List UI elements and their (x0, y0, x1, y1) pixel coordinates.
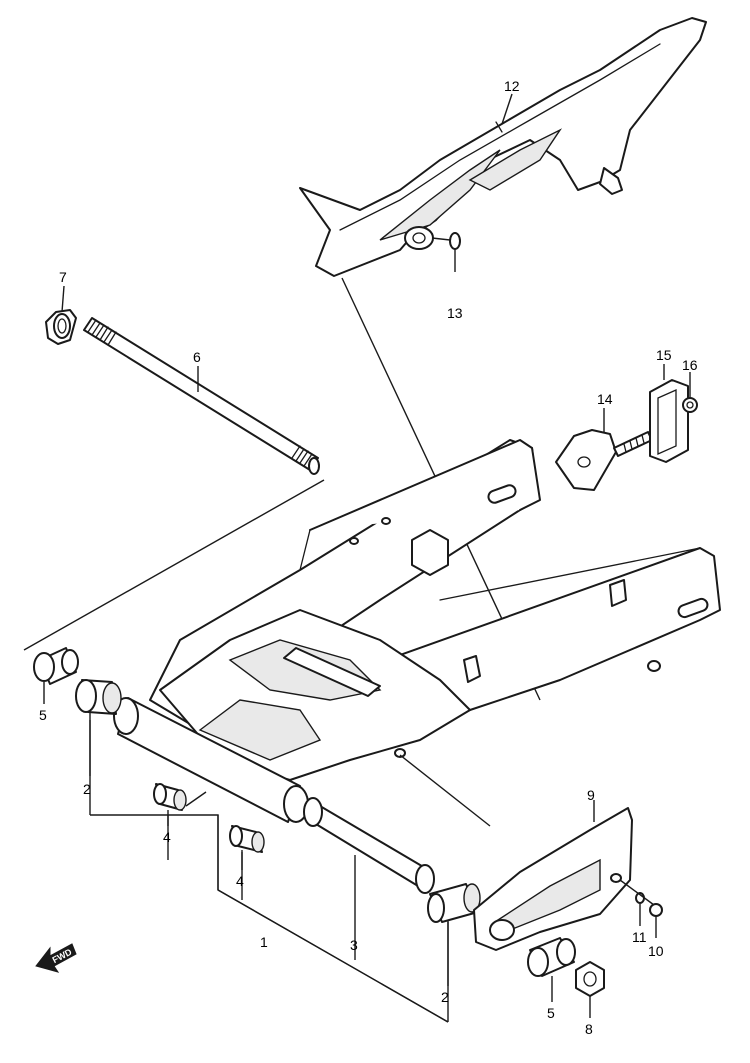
collar-right-part (527, 937, 576, 977)
callout-13: 13 (447, 305, 463, 321)
bearing-left-part (75, 679, 122, 715)
callout-3: 3 (350, 937, 358, 953)
callout-5-left: 5 (39, 707, 47, 723)
callout-14: 14 (597, 391, 613, 407)
screw-part-13 (431, 232, 461, 272)
shaft-nut-part (45, 309, 77, 345)
callout-2-right: 2 (441, 989, 449, 1005)
chain-guard-part (399, 754, 633, 951)
fwd-arrow-icon: FWD (35, 943, 77, 973)
callout-12: 12 (504, 78, 520, 94)
adjuster-plate-part (649, 379, 689, 463)
inner-bearing-a-part (153, 783, 207, 811)
callout-9: 9 (587, 787, 595, 803)
callout-15: 15 (656, 347, 672, 363)
spacer-tube-part (303, 797, 435, 894)
collar-left-part (33, 647, 79, 685)
callout-7: 7 (59, 269, 67, 285)
callout-2-left: 2 (83, 781, 91, 797)
adjuster-nut-part (682, 397, 698, 413)
callout-numbers: 12 13 7 6 15 16 14 5 2 4 4 1 3 2 9 5 8 1… (39, 78, 698, 1037)
inner-bearing-b-part (229, 825, 265, 853)
callout-4-a: 4 (163, 829, 171, 845)
callout-5-right: 5 (547, 1005, 555, 1021)
pivot-nut-part (575, 961, 605, 997)
chain-adjuster-part (555, 429, 653, 491)
callout-8: 8 (585, 1021, 593, 1037)
chain-case-part (299, 17, 707, 277)
pivot-shaft-part (83, 317, 320, 475)
callout-10: 10 (648, 943, 664, 959)
bearing-right-part (427, 883, 481, 923)
callout-1: 1 (260, 934, 268, 950)
callout-4-b: 4 (236, 873, 244, 889)
callout-11: 11 (632, 929, 647, 945)
swingarm-part (113, 439, 721, 823)
callout-leaders (43, 93, 691, 1018)
callout-6: 6 (193, 349, 201, 365)
callout-16: 16 (682, 357, 698, 373)
